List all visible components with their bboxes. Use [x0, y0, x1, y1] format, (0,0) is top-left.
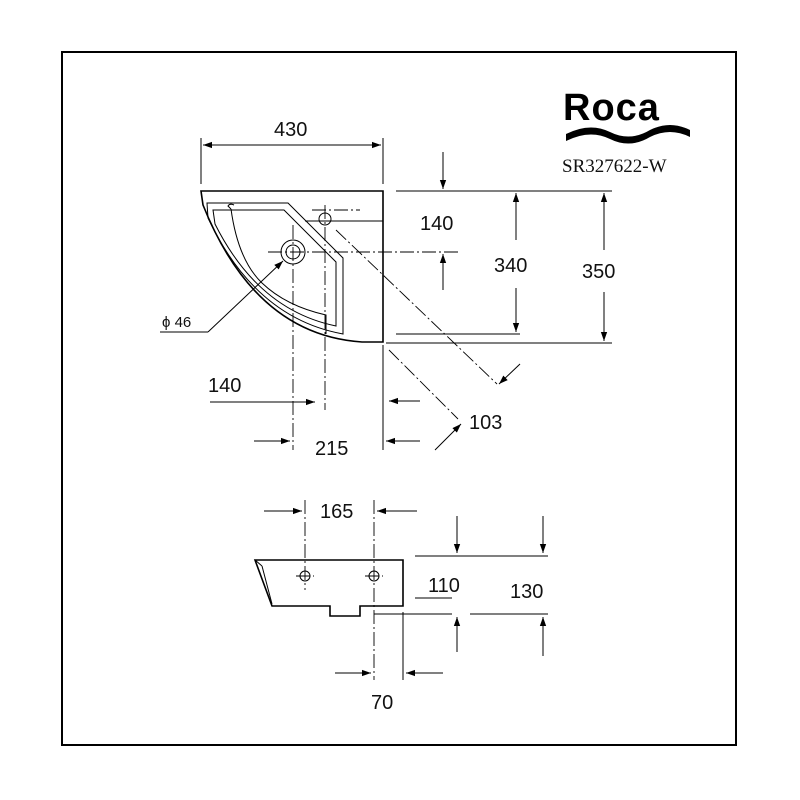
dim-label-140-bottom: 140 [208, 375, 241, 397]
dim-label-130: 130 [510, 581, 543, 603]
top-center-lines [268, 205, 498, 450]
drawing-frame [61, 51, 737, 746]
dim-label-140-top: 140 [420, 213, 453, 235]
roca-logo: Roca [563, 87, 690, 144]
dim-height-110: 110 [428, 516, 461, 652]
dim-faucet-140: 140 [420, 152, 453, 290]
dim-label-110: 110 [428, 575, 460, 597]
brand-name: Roca [563, 87, 660, 129]
dim-label-phi46: ϕ 46 [162, 314, 191, 331]
dim-label-350: 350 [582, 261, 615, 283]
dim-bracket-165: 165 [264, 501, 417, 523]
dim-width-430: 430 [200, 119, 384, 184]
dim-label-430: 430 [274, 119, 307, 141]
dim-depth-340: 340 [494, 193, 527, 332]
dim-depth-350: 350 [582, 193, 615, 341]
dim-diagonal-103: 103 [389, 363, 521, 451]
dim-hole-diameter: ϕ 46 [160, 260, 284, 333]
model-code: SR327622-W [562, 156, 667, 177]
dim-height-130: 130 [510, 516, 547, 656]
dim-label-103: 103 [469, 412, 502, 434]
dim-label-340: 340 [494, 255, 527, 277]
dim-label-215: 215 [315, 438, 348, 460]
wave-icon [566, 125, 690, 144]
dim-drain-215: 215 [254, 437, 420, 460]
basin-top-view [200, 190, 384, 343]
dim-label-70: 70 [371, 692, 393, 714]
dim-wall-70: 70 [335, 669, 443, 714]
dim-drain-140: 140 [208, 375, 315, 406]
dim-label-165: 165 [320, 501, 353, 523]
basin-side-view [253, 559, 404, 617]
